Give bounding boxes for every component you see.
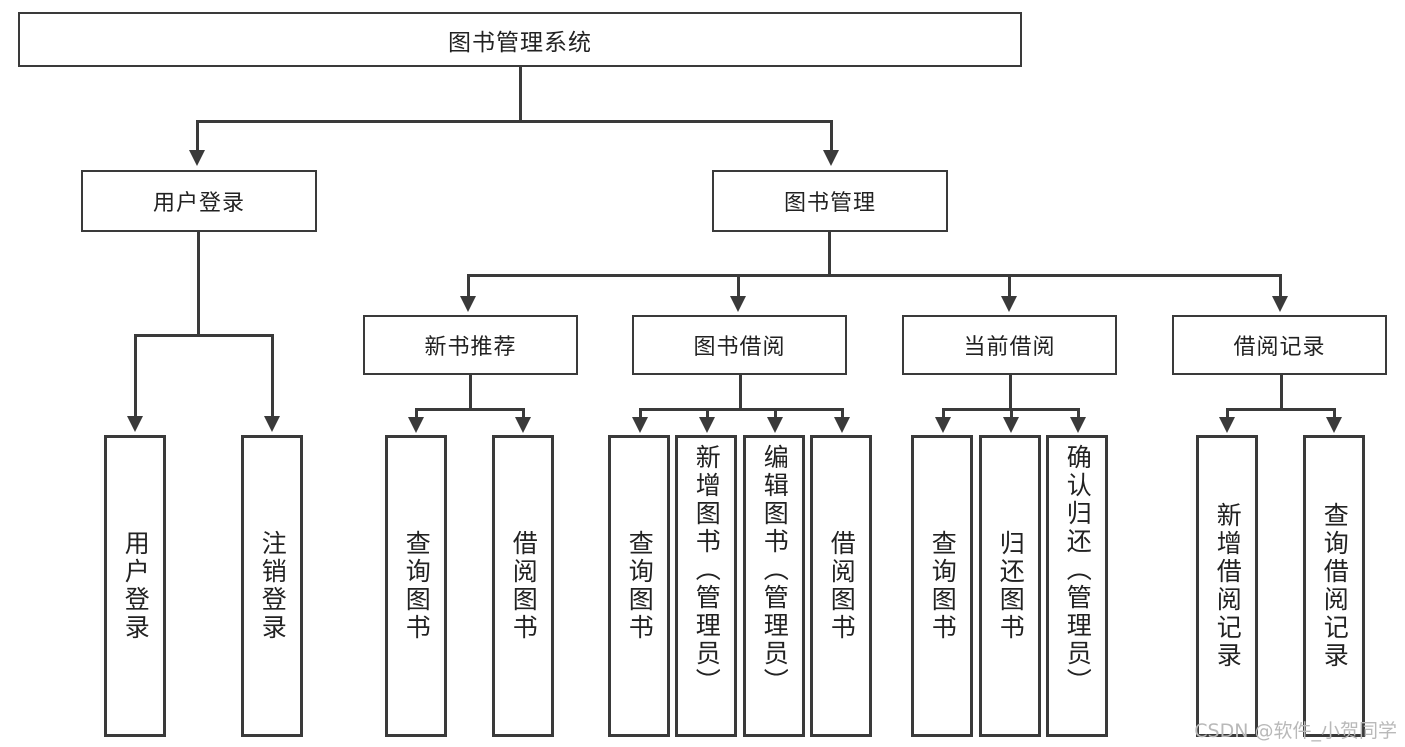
node-current-borrow[interactable]: 当前借阅 bbox=[902, 315, 1117, 375]
connector-borrow-record-stem bbox=[1280, 375, 1283, 408]
leaf-label: 新增图书（管理员） bbox=[692, 444, 722, 696]
arrow-down-icon bbox=[515, 417, 531, 433]
leaf-query-book-current[interactable]: 查询图书 bbox=[911, 435, 973, 737]
node-user-login[interactable]: 用户登录 bbox=[81, 170, 317, 232]
leaf-add-borrow-record[interactable]: 新增借阅记录 bbox=[1196, 435, 1258, 737]
arrow-down-icon bbox=[823, 150, 839, 166]
connector-current-borrow-drop-1 bbox=[942, 408, 945, 419]
leaf-add-book-admin[interactable]: 新增图书（管理员） bbox=[675, 435, 737, 737]
arrow-down-icon bbox=[1326, 417, 1342, 433]
node-label: 用户登录 bbox=[152, 191, 245, 216]
leaf-label: 编辑图书（管理员） bbox=[760, 444, 790, 696]
connector-book-borrow-drop-1 bbox=[639, 408, 642, 419]
leaf-label: 查询图书 bbox=[625, 530, 655, 642]
leaf-borrow-book[interactable]: 借阅图书 bbox=[810, 435, 872, 737]
node-label: 图书管理 bbox=[783, 191, 876, 216]
arrow-down-icon bbox=[189, 150, 205, 166]
arrow-down-icon bbox=[1001, 296, 1017, 312]
leaf-query-borrow-record[interactable]: 查询借阅记录 bbox=[1303, 435, 1365, 737]
connector-drop-book-borrow bbox=[737, 274, 740, 298]
arrow-down-icon bbox=[1003, 417, 1019, 433]
connector-current-borrow-drop-2 bbox=[1010, 408, 1013, 419]
connector-borrow-record-drop-2 bbox=[1333, 408, 1336, 419]
arrow-down-icon bbox=[460, 296, 476, 312]
connector-new-book-stem bbox=[469, 375, 472, 408]
connector-book-borrow-stem bbox=[739, 375, 742, 408]
leaf-edit-book-admin[interactable]: 编辑图书（管理员） bbox=[743, 435, 805, 737]
connector-drop-new-book-recommend bbox=[467, 274, 470, 298]
leaf-label: 查询图书 bbox=[928, 530, 958, 642]
leaf-label: 用户登录 bbox=[121, 530, 151, 642]
arrow-down-icon bbox=[264, 416, 280, 432]
arrow-down-icon bbox=[1219, 417, 1235, 433]
node-new-book-recommend[interactable]: 新书推荐 bbox=[363, 315, 578, 375]
node-label: 借阅记录 bbox=[1233, 335, 1326, 360]
node-label: 新书推荐 bbox=[424, 335, 517, 360]
leaf-return-book[interactable]: 归还图书 bbox=[979, 435, 1041, 737]
leaf-user-login[interactable]: 用户登录 bbox=[104, 435, 166, 737]
connector-drop-borrow-record bbox=[1279, 274, 1282, 298]
connector-user-login-bus bbox=[134, 334, 274, 337]
arrow-down-icon bbox=[632, 417, 648, 433]
node-book-borrow[interactable]: 图书借阅 bbox=[632, 315, 847, 375]
connector-borrow-record-bus bbox=[1226, 408, 1336, 411]
leaf-query-book[interactable]: 查询图书 bbox=[608, 435, 670, 737]
leaf-label: 借阅图书 bbox=[827, 530, 857, 642]
leaf-borrow-book-recommend[interactable]: 借阅图书 bbox=[492, 435, 554, 737]
node-label: 图书管理系统 bbox=[448, 29, 592, 56]
connector-current-borrow-stem bbox=[1009, 375, 1012, 408]
arrow-down-icon bbox=[699, 417, 715, 433]
connector-root-stem bbox=[519, 67, 522, 120]
leaf-label: 查询图书 bbox=[402, 530, 432, 642]
connector-borrow-record-drop-1 bbox=[1226, 408, 1229, 419]
connector-user-login-stem bbox=[197, 232, 200, 334]
connector-new-book-drop-2 bbox=[522, 408, 525, 419]
leaf-label: 归还图书 bbox=[996, 530, 1026, 642]
arrow-down-icon bbox=[935, 417, 951, 433]
arrow-down-icon bbox=[730, 296, 746, 312]
connector-new-book-bus bbox=[415, 408, 525, 411]
arrow-down-icon bbox=[1272, 296, 1288, 312]
connector-book-borrow-drop-4 bbox=[841, 408, 844, 419]
connector-book-borrow-drop-3 bbox=[774, 408, 777, 419]
connector-user-login-drop-2 bbox=[271, 334, 274, 418]
connector-drop-user-login bbox=[196, 120, 199, 152]
leaf-label: 新增借阅记录 bbox=[1213, 502, 1243, 670]
connector-book-management-bus bbox=[467, 274, 1282, 277]
connector-book-management-stem bbox=[828, 232, 831, 274]
arrow-down-icon bbox=[767, 417, 783, 433]
connector-book-borrow-bus bbox=[639, 408, 842, 411]
connector-root-bus bbox=[196, 120, 833, 123]
arrow-down-icon bbox=[408, 417, 424, 433]
connector-drop-current-borrow bbox=[1008, 274, 1011, 298]
node-borrow-record[interactable]: 借阅记录 bbox=[1172, 315, 1387, 375]
leaf-label: 确认归还（管理员） bbox=[1063, 444, 1093, 696]
arrow-down-icon bbox=[127, 416, 143, 432]
node-label: 图书借阅 bbox=[693, 335, 786, 360]
connector-current-borrow-drop-3 bbox=[1077, 408, 1080, 419]
node-book-management[interactable]: 图书管理 bbox=[712, 170, 948, 232]
leaf-query-book-recommend[interactable]: 查询图书 bbox=[385, 435, 447, 737]
connector-user-login-drop-1 bbox=[134, 334, 137, 418]
leaf-label: 注销登录 bbox=[258, 530, 288, 642]
arrow-down-icon bbox=[834, 417, 850, 433]
connector-book-borrow-drop-2 bbox=[706, 408, 709, 419]
connector-drop-book-management bbox=[830, 120, 833, 152]
leaf-label: 查询借阅记录 bbox=[1320, 502, 1350, 670]
node-root-book-management-system[interactable]: 图书管理系统 bbox=[18, 12, 1022, 67]
arrow-down-icon bbox=[1070, 417, 1086, 433]
leaf-label: 借阅图书 bbox=[509, 530, 539, 642]
leaf-confirm-return-admin[interactable]: 确认归还（管理员） bbox=[1046, 435, 1108, 737]
leaf-logout[interactable]: 注销登录 bbox=[241, 435, 303, 737]
node-label: 当前借阅 bbox=[963, 335, 1056, 360]
connector-new-book-drop-1 bbox=[415, 408, 418, 419]
